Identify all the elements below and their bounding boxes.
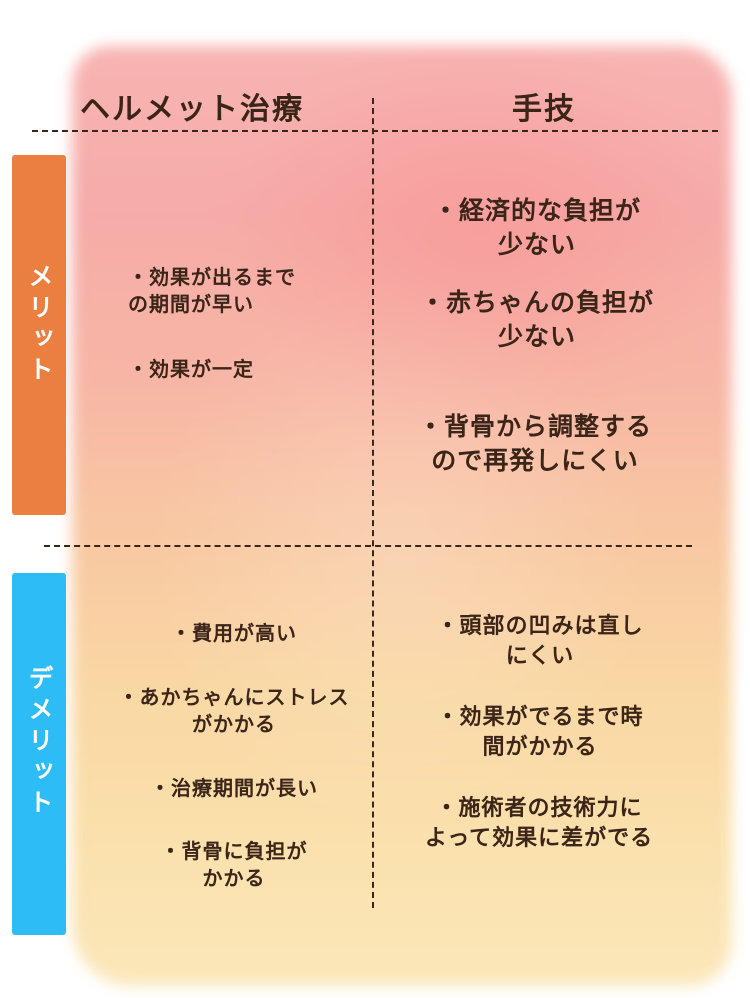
merit-label: メリット	[25, 263, 54, 387]
merit-manual-item: ・赤ちゃんの負担が 少ない	[419, 288, 654, 351]
demerit-manual-item: ・効果がでるまで時 間がかかる	[436, 705, 644, 760]
demerit-manual-item: ・頭部の凹みは直し にくい	[436, 614, 644, 669]
demerit-manual-item: ・施術者の技術力に よって効果に差がでる	[424, 796, 654, 851]
column-divider	[372, 98, 374, 908]
demerit-helmet-item: ・費用が高い	[171, 621, 297, 645]
watercolor-background	[72, 46, 732, 986]
merit-manual-item: ・経済的な負担が 少ない	[432, 196, 641, 259]
demerit-helmet-item: ・あかちゃんにストレス がかかる	[118, 685, 350, 736]
merit-helmet-item: ・効果が一定	[128, 357, 254, 381]
row-divider	[44, 545, 692, 547]
merit-manual-item: ・背骨から調整する ので再発しにくい	[417, 412, 652, 475]
merit-label-tab: メリット	[12, 155, 66, 515]
demerit-label-tab: デメリット	[12, 573, 66, 935]
merit-helmet-item: ・効果が出るまで の期間が早い	[128, 265, 296, 316]
header-divider	[32, 130, 718, 132]
demerit-label: デメリット	[25, 665, 54, 820]
watercolor-highlight	[100, 70, 700, 950]
demerit-helmet-item: ・治療期間が長い	[150, 776, 318, 800]
demerit-helmet-item: ・背骨に負担が かかる	[160, 839, 308, 890]
header-helmet-treatment: ヘルメット治療	[80, 92, 304, 127]
header-manual-therapy: 手技	[512, 92, 576, 127]
